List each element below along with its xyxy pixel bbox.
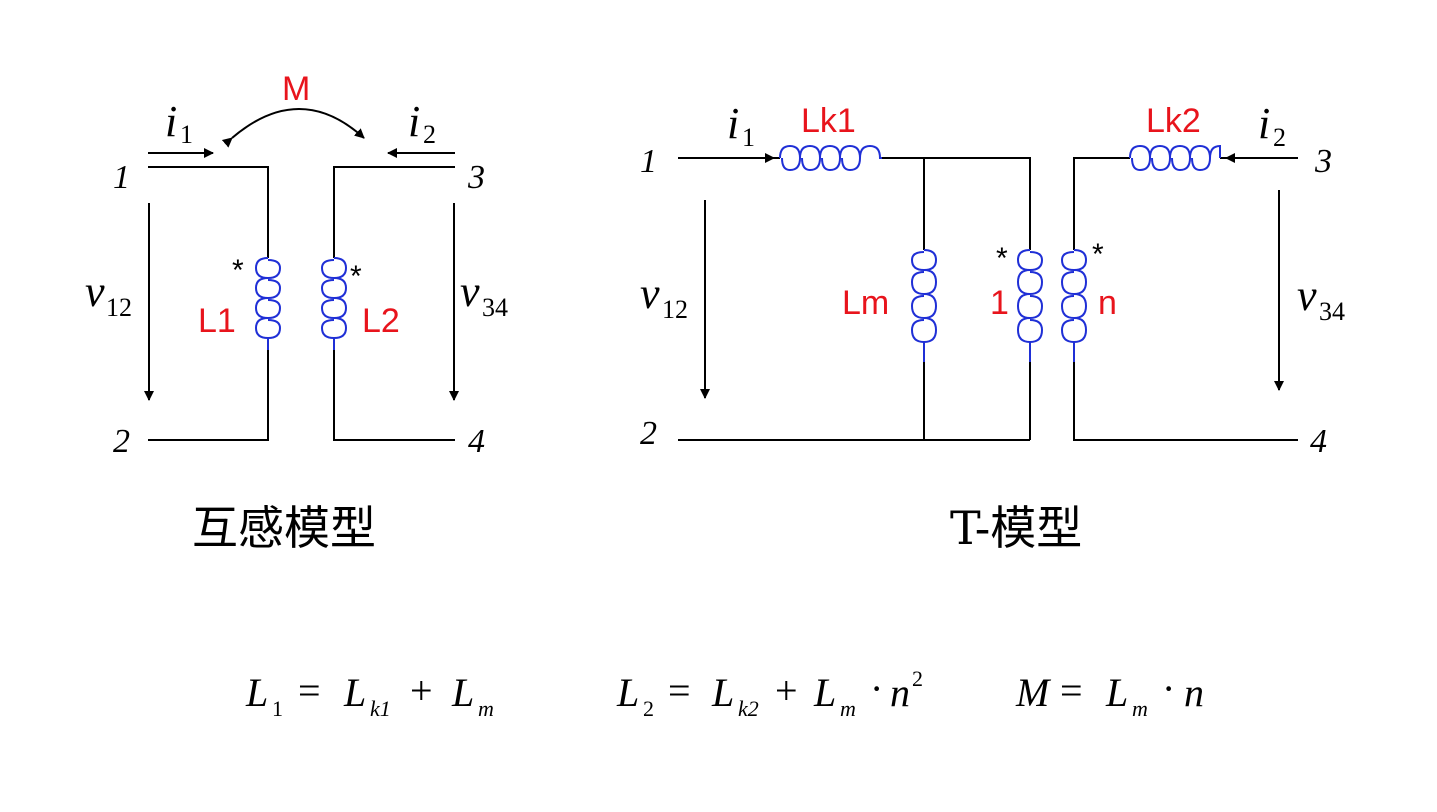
t-voltage-label-v12-sub: 12	[662, 295, 688, 324]
t-top-wire-right	[1073, 157, 1130, 250]
t-current-label-i2: i	[1258, 99, 1270, 148]
right-top-wire	[333, 166, 455, 258]
left-top-wire	[148, 166, 269, 258]
t-voltage-label-v34-sub: 34	[1319, 297, 1345, 326]
t-current-label-i2-sub: 2	[1273, 123, 1286, 152]
eq2-term3-sup: 2	[912, 666, 923, 691]
mutual-arc	[221, 108, 365, 148]
voltage-label-v12-sub: 12	[106, 293, 132, 322]
eq2-term1-sub: k2	[738, 696, 759, 721]
dot-mark-l1: *	[232, 254, 244, 287]
eq2-term2-sub: m	[840, 696, 856, 721]
eq3-term1: L	[1105, 670, 1128, 715]
t-dot-mark-primary: *	[996, 242, 1008, 275]
node-1: 1	[113, 159, 130, 196]
eq1-lhs-sub: 1	[272, 696, 283, 721]
coil-ideal-primary	[1016, 249, 1044, 362]
left-bottom-wire	[148, 350, 269, 441]
eq2-equals: =	[668, 668, 691, 713]
mutual-model: M i 1 i 2 1 2 3 4 v 12 v 34 * * L1 L2 互感…	[85, 70, 508, 555]
t-node-3: 3	[1314, 143, 1332, 180]
t-dot-mark-secondary: *	[1092, 238, 1104, 271]
eq3-equals: =	[1060, 668, 1083, 713]
current-label-i1: i	[165, 97, 177, 146]
coil-l1	[254, 257, 282, 350]
equations: L 1 = L k1 + L m L 2 = L k2 + L m · n 2 …	[245, 666, 1204, 721]
coil-lk1	[779, 144, 882, 172]
right-bottom-wire	[333, 350, 455, 441]
current-label-i2: i	[408, 97, 420, 146]
dot-mark-l2: *	[350, 260, 362, 293]
equation-m: M = L m · n	[1015, 666, 1204, 721]
equation-l1: L 1 = L k1 + L m	[245, 668, 494, 721]
eq1-term2-sub: m	[478, 696, 494, 721]
eq2-term1: L	[711, 670, 734, 715]
t-voltage-label-v12: v	[640, 269, 660, 318]
coil-label-l2: L2	[362, 302, 400, 340]
t-top-wire-mid	[882, 157, 1031, 250]
eq3-lhs: M	[1015, 670, 1052, 715]
coil-ideal-secondary	[1060, 249, 1088, 362]
eq1-term1-sub: k1	[370, 696, 391, 721]
t-node-4: 4	[1310, 423, 1327, 460]
voltage-label-v34: v	[460, 267, 480, 316]
mutual-label: M	[282, 70, 310, 108]
t-voltage-label-v34: v	[1297, 271, 1317, 320]
t-model: i 1 i 2 Lk1 Lk2 Lm 1 n * * 1 2 3 4 v 12 …	[640, 99, 1345, 555]
node-2: 2	[113, 423, 130, 460]
node-3: 3	[467, 159, 485, 196]
eq1-lhs: L	[245, 670, 268, 715]
eq3-term2: n	[1184, 670, 1204, 715]
coil-label-lm: Lm	[842, 284, 889, 322]
coil-lk2	[1129, 144, 1221, 172]
eq2-dot: ·	[870, 666, 883, 711]
coil-label-lk2: Lk2	[1146, 102, 1201, 140]
coil-l2	[320, 257, 348, 350]
ratio-label-secondary: n	[1098, 284, 1117, 322]
caption-mutual-model: 互感模型	[192, 501, 376, 555]
t-bottom-wire-right	[1073, 362, 1298, 441]
voltage-label-v12: v	[85, 267, 105, 316]
eq2-lhs-sub: 2	[643, 696, 654, 721]
eq3-dot: ·	[1162, 666, 1175, 711]
eq1-term2: L	[451, 670, 474, 715]
equation-l2: L 2 = L k2 + L m · n 2	[616, 666, 923, 721]
eq2-lhs: L	[616, 670, 639, 715]
eq1-equals: =	[298, 668, 321, 713]
coil-label-l1: L1	[198, 302, 236, 340]
current-label-i1-sub: 1	[180, 120, 193, 149]
eq2-term2: L	[813, 670, 836, 715]
t-current-label-i1: i	[727, 99, 739, 148]
t-node-2: 2	[640, 415, 657, 452]
ratio-label-primary: 1	[990, 284, 1009, 322]
eq1-plus: +	[410, 668, 433, 713]
eq3-term1-sub: m	[1132, 696, 1148, 721]
node-4: 4	[468, 423, 485, 460]
voltage-label-v34-sub: 34	[482, 293, 508, 322]
caption-t-model: T-模型	[950, 501, 1082, 555]
eq2-term3: n	[890, 670, 910, 715]
coil-lm	[910, 249, 938, 362]
t-current-label-i1-sub: 1	[742, 123, 755, 152]
eq1-term1: L	[343, 670, 366, 715]
t-node-1: 1	[640, 143, 657, 180]
coil-label-lk1: Lk1	[801, 102, 856, 140]
eq2-plus: +	[775, 668, 798, 713]
current-label-i2-sub: 2	[423, 120, 436, 149]
